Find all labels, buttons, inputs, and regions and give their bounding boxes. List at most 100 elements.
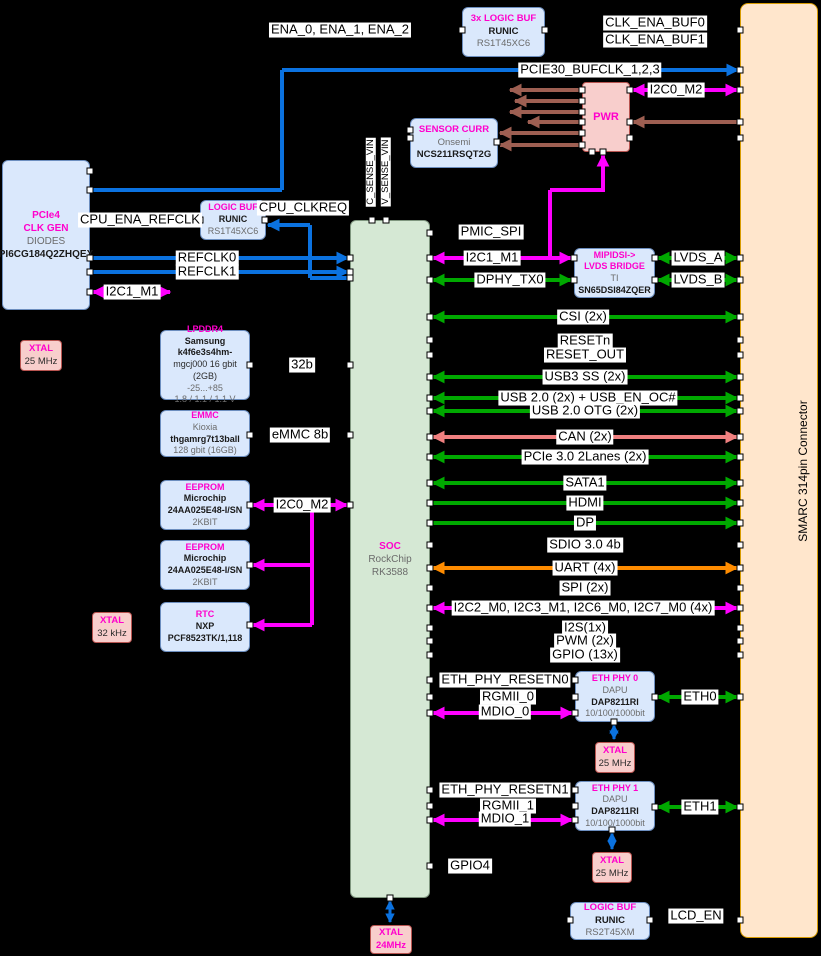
box-sensor-curr-line: SENSOR CURR — [418, 124, 490, 136]
port — [610, 718, 618, 726]
box-pcie4-clk-gen-line: PCIe4 — [32, 210, 60, 221]
port — [651, 693, 659, 701]
port — [426, 407, 434, 415]
port — [736, 499, 744, 507]
box-soc-line: RockChip — [368, 553, 412, 565]
box-eth-phy-0-line: 10/100/1000bit — [585, 708, 645, 719]
port — [426, 541, 434, 549]
box-sensor-curr-line: Onsemi — [437, 136, 471, 148]
port — [736, 651, 744, 659]
vlabel-c-sense-vin: C_SENSE_VIN — [364, 137, 377, 207]
port — [541, 26, 549, 34]
port — [570, 276, 578, 284]
label-eth-phy-resetn1: ETH_PHY_RESETN1 — [439, 781, 571, 798]
box-xtal-eth1-line: 25 MHz — [595, 867, 629, 879]
smarc-connector-box: SMARC 314pin Connector — [740, 3, 818, 938]
label-cpu-ena-refclk: CPU_ENA_REFCLK — [78, 211, 202, 228]
label-can: CAN (2x) — [556, 428, 614, 445]
port — [426, 499, 434, 507]
box-eeprom-1-line: 2KBIT — [192, 516, 218, 527]
box-eth-phy-0-line: ETH PHY 0 — [591, 673, 639, 684]
box-xtal-clkgen-line: 25 MHz — [24, 355, 58, 367]
box-emmc-line: thgamrg7t13ball — [170, 433, 240, 444]
port — [426, 624, 434, 632]
port — [346, 254, 354, 262]
box-logic-buf-lcd-line: RS2T45XM — [585, 927, 635, 939]
label-cpu-clkreq: CPU_CLKREQ — [256, 199, 350, 216]
box-eth-phy-0-line: DAP8211RI — [591, 696, 639, 707]
port — [426, 394, 434, 402]
box-lpddr4-line: Samsung k4f6e3s4hm- — [177, 335, 233, 358]
label-csi: CSI (2x) — [557, 308, 609, 325]
port — [578, 86, 586, 94]
port — [578, 141, 586, 149]
label-reset-out: RESET_OUT — [543, 346, 627, 363]
label-pcie30-bufclk: PCIE30_BUFCLK_1,2,3 — [518, 61, 662, 78]
port — [736, 276, 744, 284]
label-eth0: ETH0 — [681, 688, 719, 705]
box-rtc-line: PCF8523TK/1,118 — [167, 632, 243, 643]
port — [651, 803, 659, 811]
box-logic-buf-cpu-line: RS1T45XC6 — [207, 225, 259, 236]
box-emmc-line: EMMC — [191, 410, 219, 421]
box-pcie4-clk-gen-line: PI6CG184Q2ZHQEX — [0, 249, 94, 260]
port — [578, 108, 586, 116]
label-i2c0-m2-left: I2C0_M2 — [273, 496, 331, 513]
label-hdmi: HDMI — [566, 494, 604, 511]
box-lpddr4-line: -25...+85 — [187, 382, 223, 393]
box-xtal-eth1-line: XTAL — [599, 855, 625, 867]
port — [566, 916, 574, 924]
port — [736, 541, 744, 549]
box-emmc-line: 128 gbit (16GB) — [173, 445, 237, 456]
port — [736, 519, 744, 527]
box-xtal-eth0-line: 25 MHz — [598, 757, 632, 769]
port — [246, 561, 254, 569]
port — [736, 313, 744, 321]
port — [86, 254, 94, 262]
port — [736, 254, 744, 262]
box-xtal-rtc-line: XTAL — [99, 615, 125, 627]
label-uart: UART (4x) — [552, 559, 618, 576]
port — [246, 361, 254, 369]
port — [736, 803, 744, 811]
label-usb20-otg: USB 2.0 OTG (2x) — [529, 402, 641, 419]
port — [426, 676, 434, 684]
port — [426, 564, 434, 572]
port — [426, 254, 434, 262]
port — [406, 126, 414, 134]
port — [346, 501, 354, 509]
port — [426, 453, 434, 461]
port — [626, 86, 634, 94]
port — [651, 254, 659, 262]
port — [368, 216, 376, 224]
port — [426, 433, 434, 441]
port — [346, 274, 354, 282]
label-dp: DP — [573, 514, 597, 531]
label-eth-phy-resetn0: ETH_PHY_RESETN0 — [439, 671, 571, 688]
box-eeprom-2-line: Microchip — [183, 553, 227, 564]
port — [426, 802, 434, 810]
port — [261, 216, 269, 224]
label-rgmii1: RGMII_1 — [479, 797, 537, 814]
port — [426, 816, 434, 824]
label-clk-ena-buf0: CLK_ENA_BUF0 — [603, 14, 707, 31]
box-eth-phy-1-line: DAPU — [602, 794, 628, 805]
port — [86, 288, 94, 296]
port — [736, 624, 744, 632]
label-lvds-a: LVDS_A — [671, 249, 725, 266]
box-mipi-lvds-bridge-line: SN65DSI84ZQER — [578, 284, 651, 295]
port — [346, 361, 354, 369]
port — [736, 693, 744, 701]
label-pwm: PWM (2x) — [554, 632, 616, 649]
port — [736, 453, 744, 461]
label-pmic-spi: PMIC_SPI — [458, 223, 524, 240]
label-i2c0-m2-top: I2C0_M2 — [647, 81, 705, 98]
